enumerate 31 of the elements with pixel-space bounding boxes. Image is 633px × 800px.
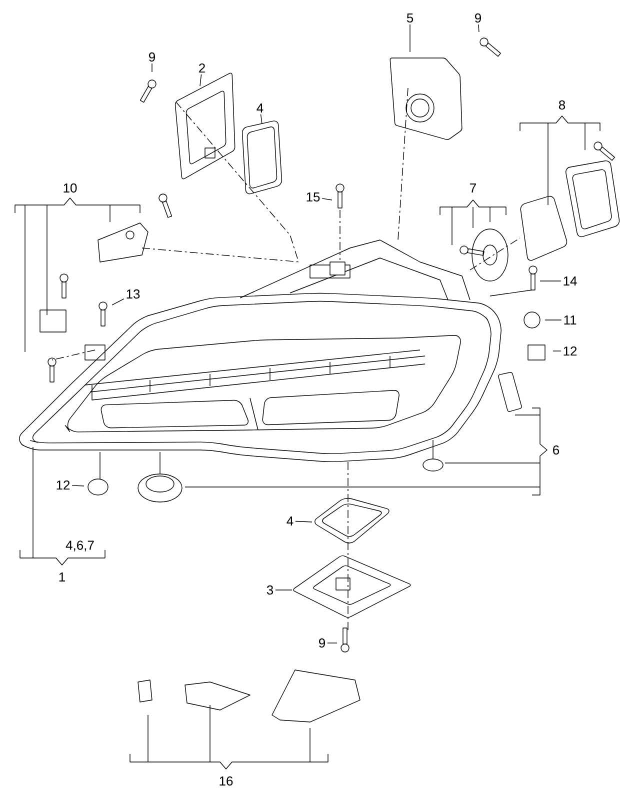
callout-number: 8 xyxy=(558,100,566,110)
leader-line xyxy=(295,520,312,522)
callout-number: 15 xyxy=(306,192,320,202)
callout-number: 11 xyxy=(564,316,576,324)
callout-number: 1 xyxy=(59,572,65,582)
leader-line xyxy=(72,485,84,486)
callout-number: 12 xyxy=(564,346,577,356)
callout-number: 4 xyxy=(286,516,294,526)
callout-number: 9 xyxy=(149,52,155,62)
callout-number: 7 xyxy=(470,184,476,192)
callout-number: 12 xyxy=(56,480,70,490)
callout-number: 10 xyxy=(64,183,77,193)
leader-line xyxy=(327,642,338,644)
callout-number: 9 xyxy=(319,638,325,648)
leader-line xyxy=(260,114,262,124)
leader-line xyxy=(322,198,332,200)
leader-line xyxy=(112,298,124,306)
callout-number: 13 xyxy=(126,289,140,299)
callout-number: 4,6,7 xyxy=(66,540,94,552)
callout-number: 9 xyxy=(475,13,481,23)
leader-line xyxy=(478,24,480,32)
callout-number: 6 xyxy=(553,445,560,455)
callout-number: 3 xyxy=(266,585,274,595)
callout-number: 5 xyxy=(406,13,414,23)
leader-line xyxy=(200,74,202,86)
leader-line xyxy=(552,350,562,352)
callout-number: 16 xyxy=(220,776,233,786)
leader-line xyxy=(540,280,562,282)
callout-number: 14 xyxy=(564,276,577,286)
callout-number: 2 xyxy=(199,63,205,73)
callout-number: 4 xyxy=(256,104,264,112)
